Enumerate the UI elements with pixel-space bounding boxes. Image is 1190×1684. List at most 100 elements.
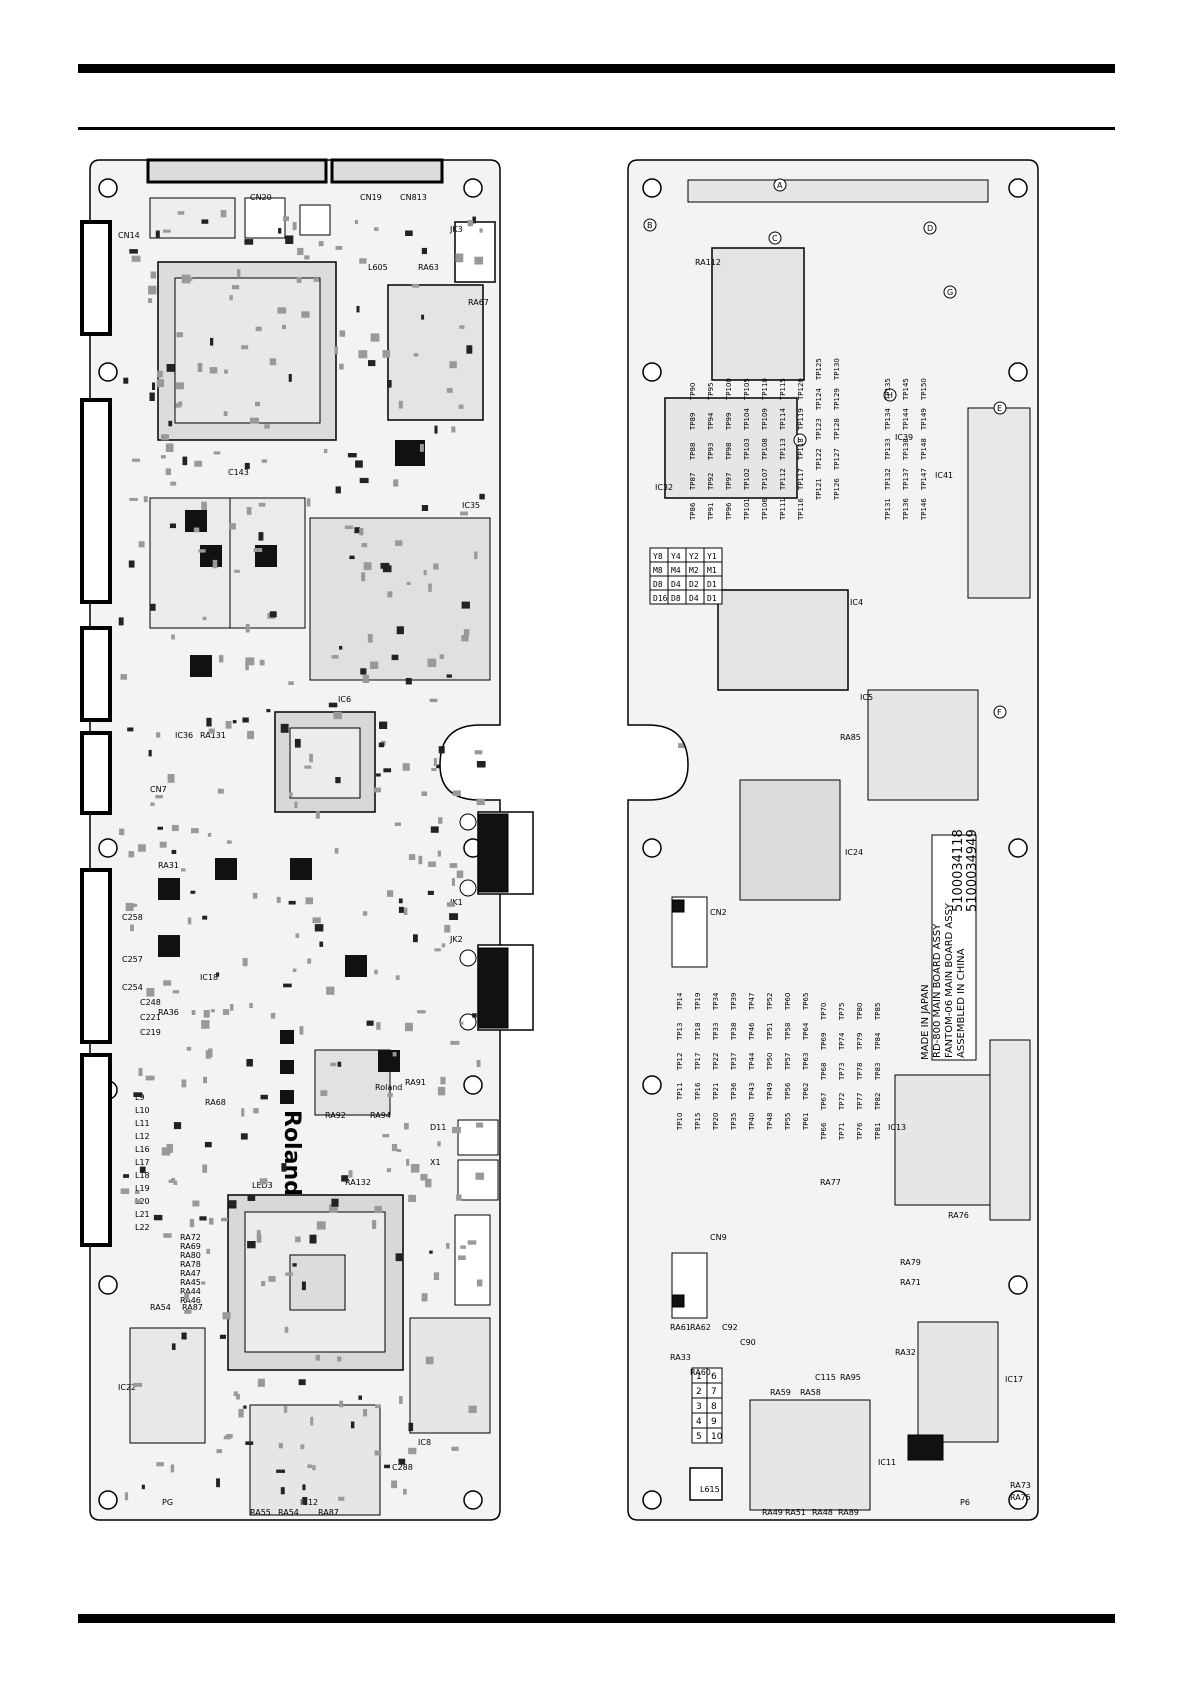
label-cn7: CN7: [150, 785, 167, 794]
test-point-label: TP81: [874, 1123, 882, 1141]
test-point-label: TP130: [833, 358, 841, 381]
test-point-label: TP106: [761, 498, 769, 521]
label-ra89: RA89: [838, 1508, 859, 1517]
test-point-label: TP99: [725, 413, 733, 431]
label-p6: P6: [960, 1498, 970, 1507]
test-point-label: TP149: [920, 408, 928, 431]
ra-group-label: RA69: [180, 1242, 201, 1251]
test-point-label: TP39: [730, 993, 738, 1011]
grid-cell-label: D8: [671, 594, 681, 603]
right-ics: [664, 179, 1031, 1511]
label-l606: C221: [140, 1013, 161, 1022]
test-point-label: TP134: [884, 408, 892, 431]
test-point-label: TP80: [856, 1003, 864, 1021]
test-point-label: TP62: [802, 1083, 810, 1101]
marker-label: E: [997, 404, 1002, 413]
left-top-connectors: [146, 158, 496, 283]
pin-cell-label: 9: [711, 1417, 717, 1427]
label-ra130: RA132: [345, 1178, 371, 1187]
test-point-label: TP10: [676, 1113, 684, 1131]
label-c317: RA67: [468, 298, 489, 307]
label-cn14: CN14: [118, 231, 140, 240]
test-point-label: TP127: [833, 448, 841, 471]
test-point-label: TP69: [820, 1033, 828, 1051]
right-labels: IC4 IC5 IC11 IC13 IC17 IC24 IC32 IC39 IC…: [655, 258, 1031, 1507]
label-l602: C258: [122, 913, 143, 922]
test-point-label: TP129: [833, 388, 841, 411]
marker-circle: [768, 231, 782, 245]
pin-cell-label: 8: [711, 1402, 717, 1412]
label-ic32: IC32: [655, 483, 673, 492]
assy-line-1: RD-800 MAIN BOARD ASSY: [932, 923, 943, 1058]
test-point-label: TP17: [694, 1053, 702, 1071]
test-point-label: TP146: [920, 498, 928, 521]
row-label: L11: [135, 1119, 150, 1128]
label-cn2: CN2: [710, 908, 727, 917]
test-point-label: TP121: [815, 478, 823, 501]
test-point-label: TP76: [856, 1122, 864, 1141]
part-number-2: 5100034949: [965, 829, 980, 912]
label-d10: Roland: [375, 1083, 402, 1092]
row-label: L21: [135, 1210, 150, 1219]
label-ra55: RA55: [250, 1508, 271, 1517]
label-c288: RA94: [370, 1111, 391, 1120]
test-point-label: TP126: [833, 478, 841, 501]
label-ic16: IC22: [118, 1383, 136, 1392]
left-jacks: [454, 811, 534, 1306]
row-label: L9: [135, 1093, 145, 1102]
test-point-label: TP73: [838, 1063, 846, 1081]
left-labels: CN20 CN19 CN813 CN14 CN7 JK3 JK1 JK2 RA6…: [118, 193, 489, 1507]
pin-cell-label: 2: [696, 1387, 702, 1397]
test-point-label: TP37: [730, 1053, 738, 1071]
test-point-label: TP110: [761, 378, 769, 401]
test-point-label: TP77: [856, 1093, 864, 1111]
ra-group-label: RA80: [180, 1251, 201, 1260]
test-point-label: TP132: [884, 468, 892, 491]
test-point-label: TP133: [884, 438, 892, 461]
label-ra77: RA77: [820, 1178, 841, 1187]
top-rule-thin: [78, 127, 1115, 130]
label-sw2: X1: [430, 1158, 441, 1167]
label-ra60: RA62: [690, 1323, 711, 1332]
marker-label: B: [647, 221, 653, 230]
label-jk1: JK1: [449, 898, 463, 907]
test-point-label: TP116: [797, 498, 805, 521]
grid-cell-label: Y8: [653, 552, 663, 561]
label-l605: C248: [140, 998, 161, 1007]
test-point-label: TP51: [766, 1023, 774, 1041]
pin-cell-label: 6: [711, 1372, 717, 1382]
label-ra49: RA49: [762, 1508, 783, 1517]
test-point-label: TP95: [707, 383, 715, 401]
label-c117: C92: [722, 1323, 738, 1332]
test-point-label: TP56: [784, 1082, 792, 1101]
grid-cell-label: D16: [653, 594, 668, 603]
test-point-label: TP97: [725, 473, 733, 491]
test-point-label: TP33: [712, 1023, 720, 1041]
label-ra75: RA75: [1010, 1493, 1031, 1502]
label-ra112: RA112: [695, 258, 721, 267]
top-rule-thick: [78, 64, 1115, 73]
ra-group-label: RA45: [180, 1278, 201, 1287]
grid-cell: [703, 589, 723, 605]
label-ic6: IC6: [338, 695, 351, 704]
marker-circle: [923, 221, 937, 235]
marker-circle: [793, 433, 807, 447]
test-point-label: TP50: [766, 1053, 774, 1071]
row-label: L17: [135, 1158, 150, 1167]
marker-circle: [993, 401, 1007, 415]
label-ic11: IC11: [878, 1458, 896, 1467]
test-point-label: TP90: [689, 383, 697, 401]
test-point-label: TP114: [779, 408, 787, 431]
test-point-label: TP103: [743, 438, 751, 461]
made-in-japan: MADE IN JAPAN: [920, 984, 931, 1060]
test-point-label: TP136: [902, 498, 910, 521]
test-point-label: TP120: [797, 378, 805, 401]
row-label: L20: [135, 1197, 150, 1206]
test-point-label: TP21: [712, 1083, 720, 1101]
test-point-label: TP145: [902, 378, 910, 401]
test-point-label: TP113: [779, 438, 787, 461]
label-ic28: IC35: [462, 501, 480, 510]
test-point-label: TP128: [833, 418, 841, 441]
